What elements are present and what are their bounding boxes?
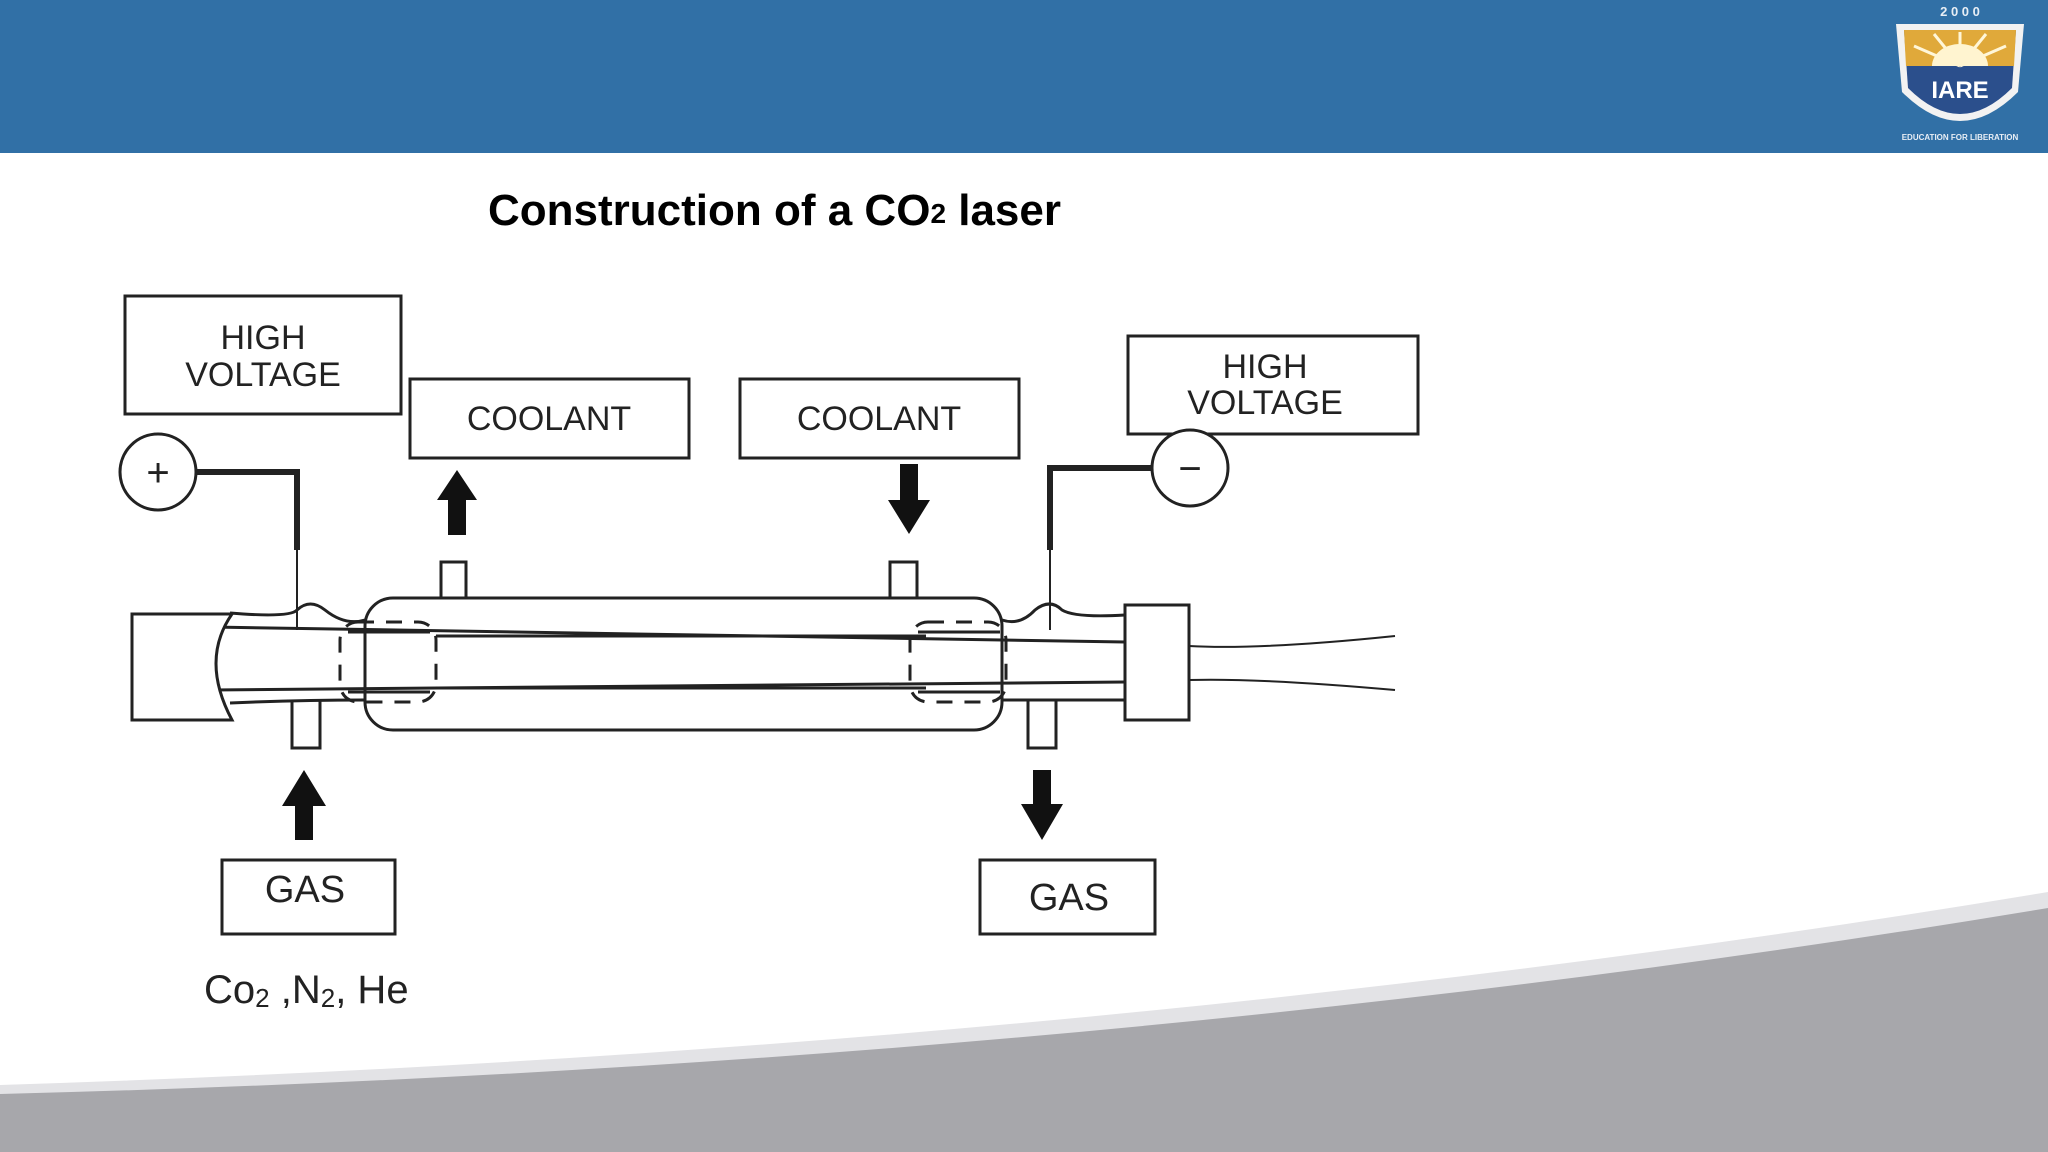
anode-symbol: + [146, 451, 169, 495]
anode-terminal: + [118, 432, 300, 630]
gas-mixture-label: Co2 ,N2, He [204, 968, 409, 1013]
coolant-port-left [439, 560, 468, 598]
hv-right-box: HIGH VOLTAGE [1126, 334, 1420, 436]
hv-left-box: HIGH VOLTAGE [123, 294, 403, 416]
coolant-in-label: COOLANT [797, 400, 961, 438]
electrode-left [338, 620, 438, 704]
output-mirror [1123, 603, 1191, 722]
slide-title: Construction of a CO2 laser [488, 186, 1061, 236]
electrode-right [908, 620, 1008, 704]
cathode-symbol: − [1178, 447, 1201, 491]
gas-out-box: GAS [978, 858, 1157, 936]
discharge-tube [211, 602, 1126, 705]
gas-out-arrow [1021, 770, 1063, 840]
coolant-out-label: COOLANT [467, 400, 631, 438]
gas-co-text: Co [204, 968, 256, 1012]
laser-beam [1188, 635, 1396, 691]
gas-n-text: ,N [269, 968, 321, 1012]
coolant-in-box: COOLANT [738, 377, 1021, 460]
iare-logo-icon: 2 0 0 0 IARE EDUCATION FOR LIBERATION [1896, 4, 2024, 142]
title-sup: 2 [930, 198, 947, 229]
gas-in-box: GAS [220, 858, 397, 936]
hv-left-line1: HIGH [221, 319, 306, 357]
footer-swoosh [0, 892, 2048, 1152]
gas-port-in [290, 700, 322, 750]
coolant-in-arrow [888, 464, 930, 534]
coolant-out-box: COOLANT [408, 377, 691, 460]
header-band: 2 0 0 0 IARE EDUCATION FOR LIBERATION [0, 0, 2048, 153]
logo-motto: EDUCATION FOR LIBERATION [1902, 133, 2019, 142]
gas-he-text: , He [335, 968, 409, 1012]
title-main: Construction of a CO [488, 186, 931, 235]
cooling-jacket [363, 596, 1004, 732]
gas-n-sub: 2 [320, 983, 336, 1013]
coolant-port-right [888, 560, 919, 598]
logo-name: IARE [1931, 77, 1988, 104]
hv-left-line2: VOLTAGE [185, 356, 341, 394]
title-tail: laser [946, 186, 1061, 235]
coolant-out-arrow [437, 470, 477, 535]
hv-right-line2: VOLTAGE [1187, 384, 1343, 422]
gas-port-out [1026, 700, 1058, 750]
gas-co-sub: 2 [255, 983, 270, 1013]
logo-year: 2 0 0 0 [1940, 4, 1980, 19]
cathode-terminal: − [1047, 428, 1230, 630]
gas-out-label: GAS [1029, 877, 1109, 919]
hv-right-line1: HIGH [1223, 348, 1308, 386]
rear-mirror [130, 612, 235, 722]
gas-in-label: GAS [265, 869, 345, 911]
gas-in-arrow [282, 770, 326, 840]
